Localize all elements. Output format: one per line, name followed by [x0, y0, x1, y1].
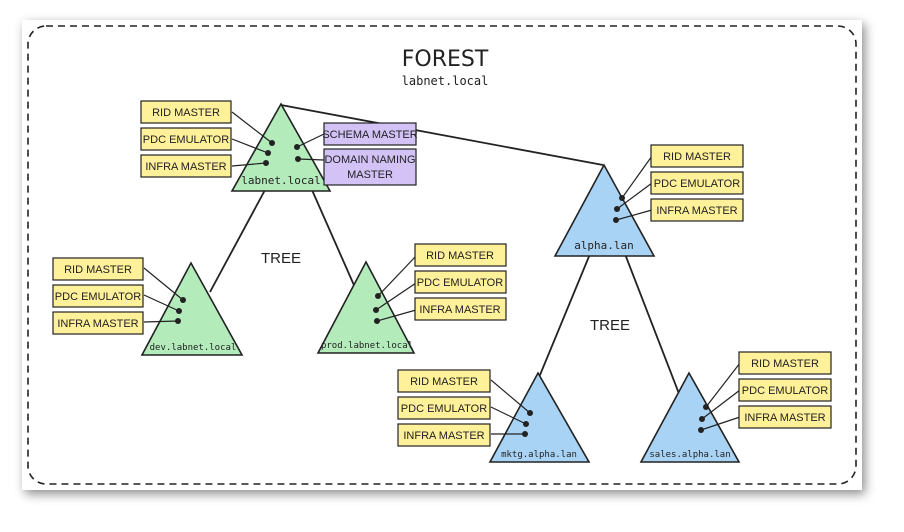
- role-box-infra-prod: [414, 297, 507, 321]
- forest-boundary: [27, 25, 857, 485]
- tree-label-left: TREE: [261, 250, 301, 267]
- domain-mktg: mktg.alpha.lan RID MASTER PDC EMULATOR I…: [397, 369, 591, 463]
- domain-label-dev: dev.labnet.local: [150, 343, 237, 353]
- role-box-infra-labnet: [140, 154, 232, 178]
- domain-triangle-alpha: [553, 163, 656, 257]
- role-rid-mktg: RID MASTER: [410, 376, 478, 388]
- domain-label-sales: sales.alpha.lan: [649, 450, 730, 460]
- role-infra-sales: INFRA MASTER: [744, 412, 825, 424]
- domain-label-prod: prod.labnet.local: [321, 341, 413, 351]
- role-pdc-prod: PDC EMULATOR: [417, 277, 503, 289]
- role-rid-labnet: RID MASTER: [152, 107, 220, 119]
- forest-domain: labnet.local: [402, 74, 489, 88]
- domain-label-mktg: mktg.alpha.lan: [501, 450, 577, 460]
- role-rid-prod: RID MASTER: [426, 250, 494, 262]
- role-infra-prod: INFRA MASTER: [419, 304, 500, 316]
- domain-label-alpha: alpha.lan: [574, 239, 634, 252]
- domain-triangle-prod: [316, 260, 416, 354]
- domain-sales: sales.alpha.lan RID MASTER PDC EMULATOR …: [639, 351, 832, 463]
- role-pdc-alpha: PDC EMULATOR: [654, 178, 740, 190]
- role-box-infra-alpha: [650, 198, 744, 222]
- domain-dev: dev.labnet.local RID MASTER PDC EMULATOR…: [52, 257, 244, 356]
- tree-links: [209, 104, 684, 405]
- role-box-schema-master: [323, 122, 417, 146]
- tree-label-right: TREE: [590, 317, 630, 334]
- role-box-rid-sales: [738, 351, 832, 375]
- role-schema-master: SCHEMA MASTER: [322, 129, 417, 141]
- role-box-rid-alpha: [650, 144, 744, 168]
- role-infra-dev: INFRA MASTER: [57, 318, 138, 330]
- role-box-infra-mktg: [397, 423, 491, 447]
- role-infra-alpha: INFRA MASTER: [656, 205, 737, 217]
- role-rid-alpha: RID MASTER: [663, 151, 731, 163]
- role-pdc-dev: PDC EMULATOR: [55, 291, 141, 303]
- domain-triangle-sales: [639, 371, 741, 463]
- domain-triangle-labnet: [230, 102, 332, 192]
- role-box-pdc-prod: [414, 270, 507, 294]
- role-domain-naming: DOMAIN NAMING: [324, 154, 415, 166]
- role-pdc-sales: PDC EMULATOR: [742, 385, 828, 397]
- domain-labnet: labnet.local RID MASTER PDC EMULATOR INF…: [140, 100, 418, 192]
- domain-alpha: alpha.lan RID MASTER PDC EMULATOR INFRA …: [553, 144, 744, 257]
- domain-label-labnet: labnet.local: [241, 174, 320, 187]
- role-box-rid-prod: [414, 243, 507, 267]
- domain-prod: prod.labnet.local RID MASTER PDC EMULATO…: [316, 243, 507, 354]
- role-box-pdc-labnet: [140, 127, 232, 151]
- role-box-pdc-dev: [52, 284, 144, 308]
- role-box-rid-labnet: [140, 100, 232, 124]
- forest-title: FOREST: [402, 47, 489, 72]
- role-infra-labnet: INFRA MASTER: [145, 161, 226, 173]
- role-pdc-mktg: PDC EMULATOR: [401, 403, 487, 415]
- role-infra-mktg: INFRA MASTER: [403, 430, 484, 442]
- domain-triangle-dev: [140, 261, 244, 356]
- role-box-infra-dev: [52, 311, 144, 335]
- role-box-pdc-sales: [738, 378, 832, 402]
- role-domain-naming-master: MASTER: [347, 169, 393, 181]
- role-box-rid-dev: [52, 257, 144, 281]
- role-rid-sales: RID MASTER: [751, 358, 819, 370]
- role-box-infra-sales: [738, 405, 832, 429]
- role-box-domain-naming: [323, 148, 417, 186]
- role-rid-dev: RID MASTER: [64, 264, 132, 276]
- role-box-pdc-mktg: [397, 396, 491, 420]
- role-box-pdc-alpha: [650, 171, 744, 195]
- role-pdc-labnet: PDC EMULATOR: [143, 134, 229, 146]
- domain-triangle-mktg: [488, 371, 591, 463]
- role-box-rid-mktg: [397, 369, 491, 393]
